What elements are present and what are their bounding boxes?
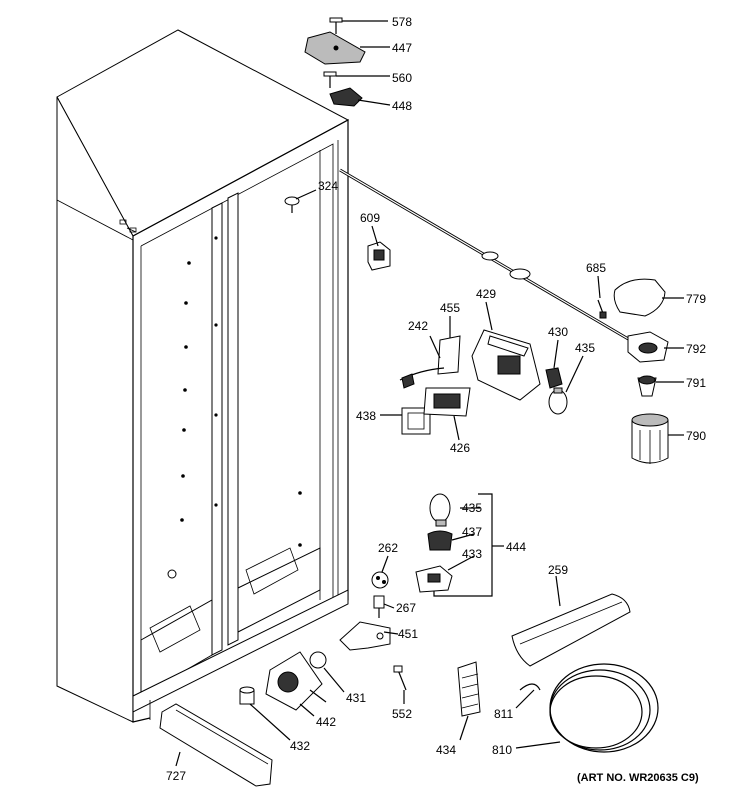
label-792: 792: [686, 342, 706, 356]
label-447: 447: [392, 41, 412, 55]
part-432: [239, 686, 255, 705]
art-number: (ART NO. WR20635 C9): [577, 772, 699, 784]
bulb-assembly-444: [415, 493, 493, 597]
label-455: 455: [440, 301, 460, 315]
label-560: 560: [392, 71, 412, 85]
leader-lines: [175, 20, 684, 767]
label-609: 609: [360, 211, 380, 225]
label-578: 578: [392, 15, 412, 29]
damper-parts: [371, 571, 389, 618]
label-685: 685: [586, 261, 606, 275]
fan-assembly: [265, 651, 327, 711]
refrigerator-cabinet: [56, 29, 350, 723]
label-442: 442: [316, 715, 336, 729]
label-426: 426: [450, 441, 470, 455]
label-790: 790: [686, 429, 706, 443]
label-429: 429: [476, 287, 496, 301]
label-727: 727: [166, 769, 186, 783]
label-433: 433: [462, 547, 482, 561]
label-438: 438: [356, 409, 376, 423]
switch-assembly: [399, 335, 471, 435]
label-242: 242: [408, 319, 428, 333]
label-435-upper: 435: [575, 341, 595, 355]
label-444: 444: [506, 540, 526, 554]
screw-552: [393, 665, 407, 691]
label-262: 262: [378, 541, 398, 555]
label-430: 430: [548, 325, 568, 339]
grille-434: [457, 661, 481, 717]
cover-259: [511, 593, 631, 667]
tubing-810-811: [519, 663, 659, 753]
label-779: 779: [686, 292, 706, 306]
top-hinge-group: [304, 17, 366, 107]
module-609: [367, 241, 391, 271]
wire-harness: [339, 168, 631, 342]
label-448: 448: [392, 99, 412, 113]
label-811: 811: [494, 707, 513, 721]
screw-324: [284, 196, 300, 213]
socket-and-bulb-upper: [545, 367, 568, 415]
label-432: 432: [290, 739, 310, 753]
label-810: 810: [492, 743, 512, 757]
bracket-451: [339, 621, 391, 651]
light-housing-parts: [597, 278, 669, 464]
label-431: 431: [346, 691, 366, 705]
label-434: 434: [436, 743, 456, 757]
label-437: 437: [462, 525, 482, 539]
label-324: 324: [318, 179, 338, 193]
kick-plate-727: [159, 703, 273, 787]
label-552: 552: [392, 707, 412, 721]
label-435-lower: 435: [462, 501, 482, 515]
label-267: 267: [396, 601, 416, 615]
label-259: 259: [548, 563, 568, 577]
label-791: 791: [686, 376, 706, 390]
part-labels: 578 447 560 448 324 609 685 779 429 455 …: [166, 15, 706, 784]
light-bracket-429: [471, 329, 541, 401]
label-451: 451: [398, 627, 418, 641]
